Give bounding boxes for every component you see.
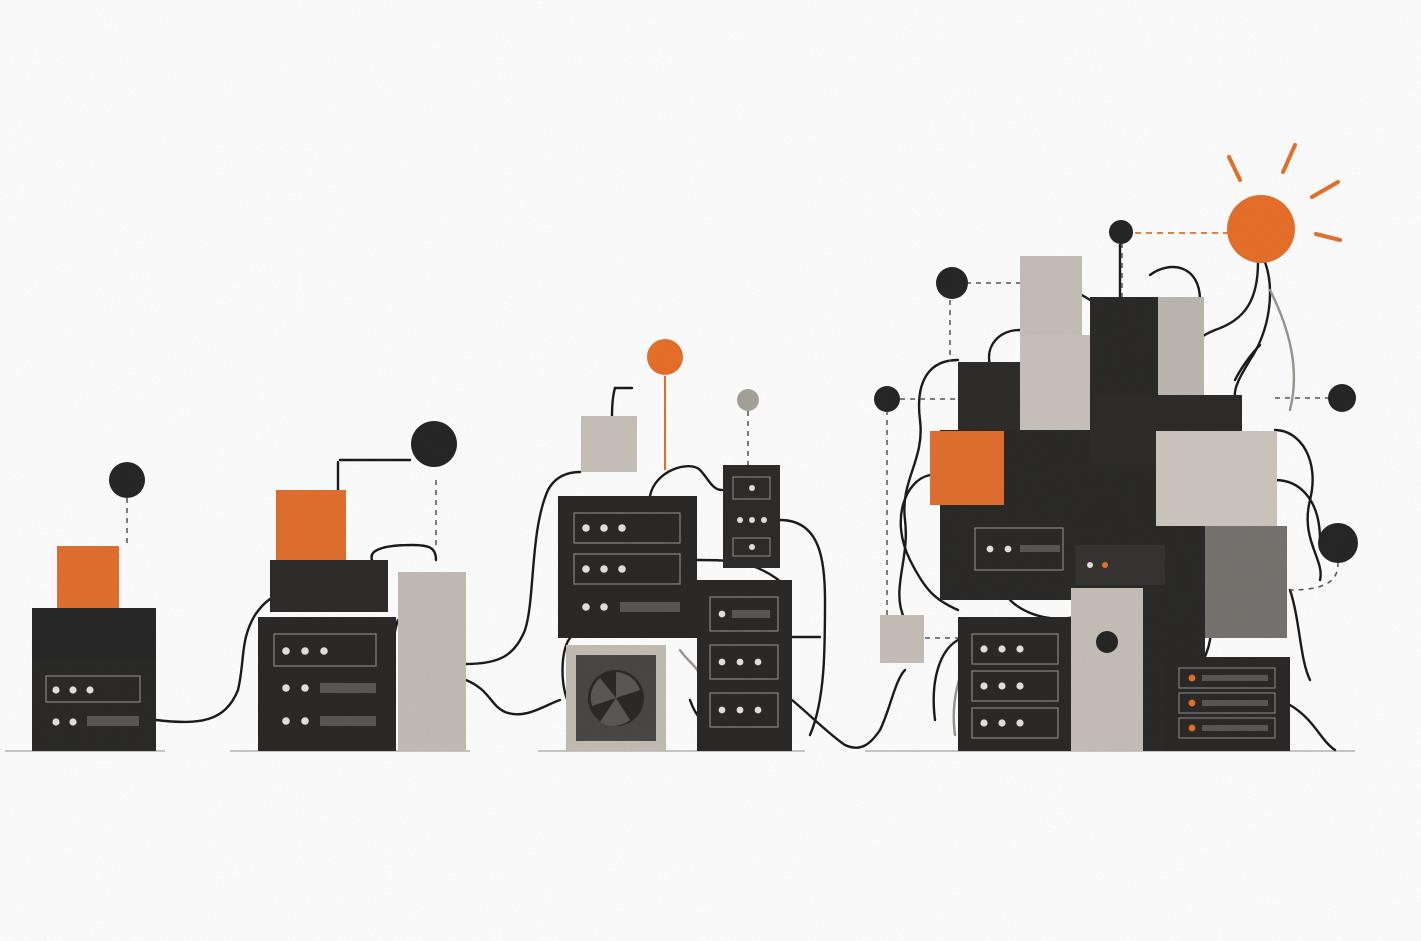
server-growth-illustration — [0, 0, 1421, 941]
grain-texture — [0, 0, 1421, 941]
illustration-canvas — [0, 0, 1421, 941]
